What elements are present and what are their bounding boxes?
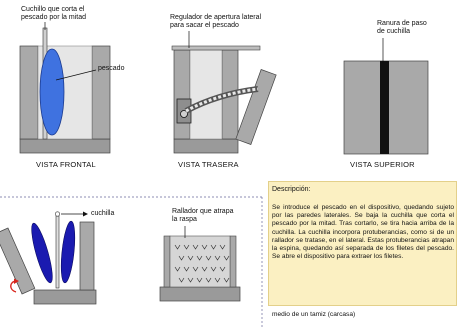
back-view xyxy=(171,31,277,154)
back-regulator-rod-pattern xyxy=(185,87,259,113)
scraper-body xyxy=(169,235,231,288)
scraper-tooth xyxy=(187,255,194,261)
cut-blade-top xyxy=(54,211,60,217)
scraper-view xyxy=(159,226,241,302)
front-left-wall xyxy=(19,45,39,140)
scraper-tooth xyxy=(214,255,221,261)
scraper-tooth xyxy=(201,244,208,250)
front-view xyxy=(19,22,111,154)
cut-fish-right xyxy=(60,220,76,284)
scraper-tooth xyxy=(178,277,185,283)
top-slot-label: Ranura de paso de cuchilla xyxy=(377,20,427,35)
scraper-base xyxy=(159,286,241,302)
front-fish xyxy=(39,48,65,136)
cut-blade-arrowhead xyxy=(83,211,88,217)
scraper-tooth xyxy=(205,255,212,261)
back-base xyxy=(173,138,239,154)
description-title: Descripción: xyxy=(272,186,311,193)
front-fish-label: pescado xyxy=(98,65,125,72)
scraper-tooth xyxy=(210,266,217,272)
front-cutter-label: Cuchillo que corta el pescado por la mit… xyxy=(21,6,86,21)
scraper-tooth xyxy=(196,277,203,283)
scraper-tooth xyxy=(174,266,181,272)
front-fish-arrow xyxy=(55,69,97,81)
scraper-tooth xyxy=(187,277,194,283)
scraper-tooth xyxy=(196,255,203,261)
cut-base xyxy=(33,289,97,305)
back-side-panel xyxy=(235,69,277,145)
back-top-bar xyxy=(171,45,261,51)
scraper-tooth xyxy=(174,244,181,250)
scraper-tooth xyxy=(192,244,199,250)
scraper-tooth xyxy=(219,266,226,272)
scraper-tooth xyxy=(178,255,185,261)
scraper-left-wall xyxy=(163,235,171,288)
back-regulator-label: Regulador de apertura lateral para sacar… xyxy=(170,14,262,29)
front-base xyxy=(19,138,111,154)
front-caption: VISTA FRONTAL xyxy=(36,160,96,169)
description-body: Se introduce el pescado en el dispositiv… xyxy=(272,204,454,261)
scraper-tooth xyxy=(183,244,190,250)
description-tail: medio de un tamiz (carcasa) xyxy=(272,311,356,318)
top-view xyxy=(343,38,429,155)
scraper-tooth xyxy=(192,266,199,272)
scraper-tooth xyxy=(183,266,190,272)
scraper-tooth xyxy=(210,244,217,250)
back-caption: VISTA TRASERA xyxy=(178,160,239,169)
scraper-right-wall xyxy=(229,235,237,288)
rotate-arrow-head xyxy=(14,278,19,284)
back-left-wall xyxy=(173,49,191,140)
scraper-tooth xyxy=(214,277,221,283)
top-slot xyxy=(380,61,389,154)
cut-blade-label: cuchilla xyxy=(91,210,115,217)
cut-view xyxy=(0,211,97,305)
back-hinge-pin xyxy=(180,110,188,118)
scraper-tooth xyxy=(223,277,230,283)
description-box xyxy=(268,181,457,306)
cut-left-wall xyxy=(0,227,36,295)
scraper-tooth xyxy=(201,266,208,272)
scraper-tooth xyxy=(223,255,230,261)
cut-blade xyxy=(55,215,60,289)
top-caption: VISTA SUPERIOR xyxy=(350,160,415,169)
scraper-tooth xyxy=(205,277,212,283)
scraper-tooth xyxy=(219,244,226,250)
front-right-wall xyxy=(91,45,111,140)
back-cavity xyxy=(189,49,223,140)
scraper-label: Rallador que atrapa la raspa xyxy=(172,208,234,223)
cut-right-wall xyxy=(79,221,95,291)
scraper-teeth xyxy=(174,244,230,283)
cut-fish-left xyxy=(31,222,53,284)
